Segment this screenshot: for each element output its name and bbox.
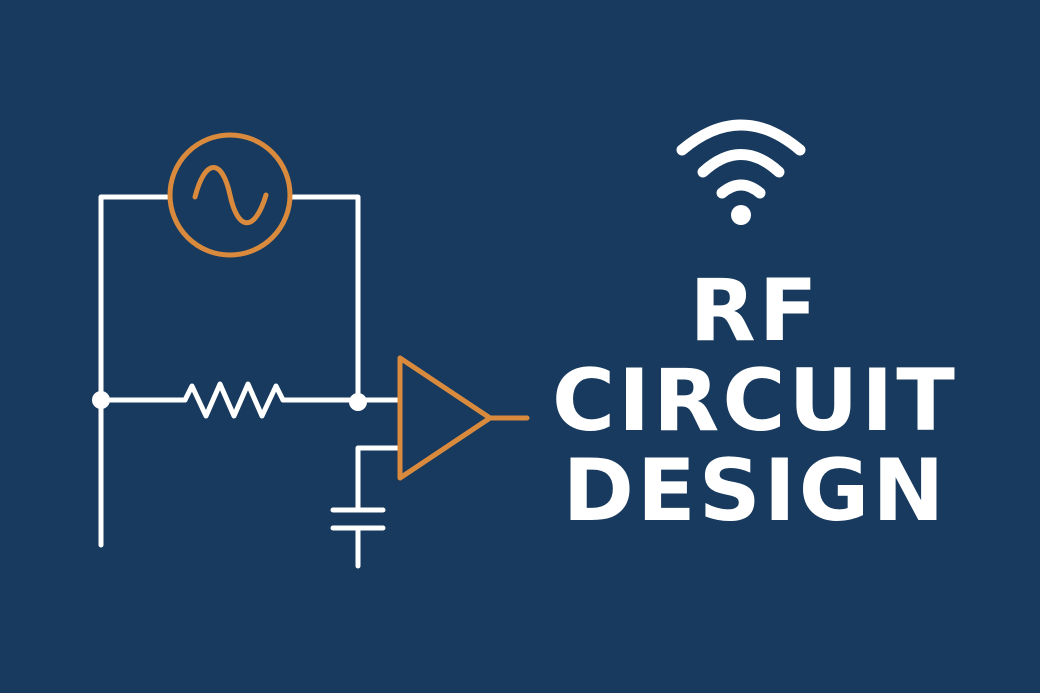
title-line-circuit: CIRCUIT (552, 351, 958, 451)
junction-left (92, 391, 110, 409)
resistor-icon (182, 381, 286, 419)
title-line-rf: RF (689, 261, 821, 361)
circuit-diagram (92, 132, 530, 569)
left-wire (98, 194, 171, 548)
title-block: RF CIRCUIT DESIGN (545, 266, 965, 536)
amplifier-icon (397, 355, 530, 481)
wifi-icon (676, 119, 806, 225)
capacitor-feed-wire (355, 445, 403, 511)
title-line-design: DESIGN (562, 441, 948, 541)
junction-right (349, 393, 367, 411)
ac-source-icon (167, 132, 293, 258)
top-right-wire (289, 194, 361, 405)
capacitor-icon (330, 507, 386, 569)
